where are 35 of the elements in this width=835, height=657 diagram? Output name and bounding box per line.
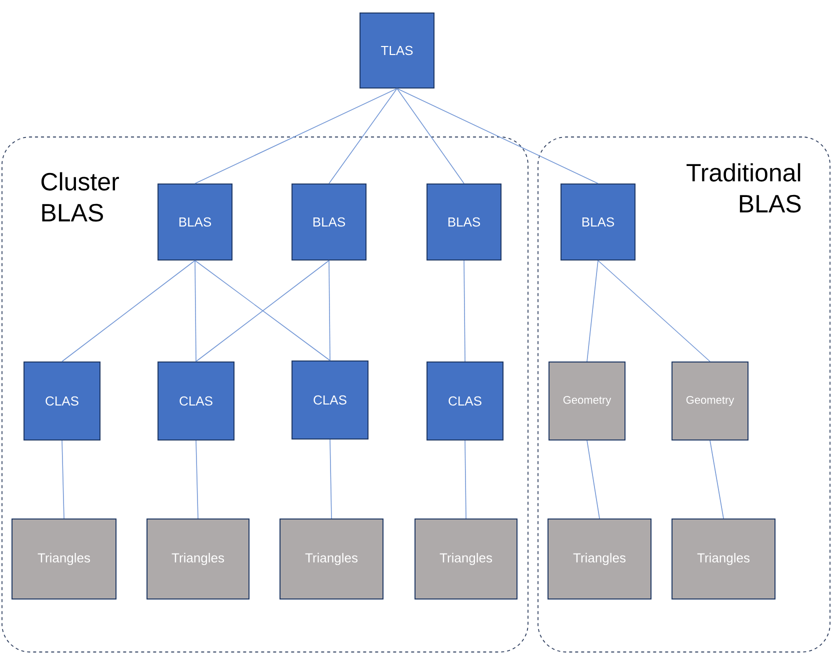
structure-box: BLAS (292, 184, 366, 260)
connector-line (62, 260, 196, 362)
structure-box: CLAS (158, 362, 234, 440)
data-box: Triangles (280, 518, 384, 600)
structure-box: CLAS (292, 360, 368, 440)
connector-line (586, 440, 600, 519)
connector-line (62, 440, 64, 519)
connector-line (586, 260, 598, 362)
connector-line (194, 88, 398, 184)
connector-line (328, 260, 330, 361)
connector-line (328, 88, 398, 184)
structure-box: BLAS (560, 184, 636, 260)
connector-line (396, 88, 598, 184)
structure-box: CLAS (426, 362, 504, 440)
structure-box: CLAS (24, 362, 100, 440)
connector-line (710, 440, 724, 519)
connector-line (194, 260, 196, 362)
structure-box: BLAS (158, 184, 232, 260)
structure-box: BLAS (426, 184, 502, 260)
data-box: Triangles (414, 518, 518, 600)
connector-line (196, 440, 198, 519)
data-box: Geometry (672, 362, 748, 440)
connector-line (598, 260, 710, 362)
connector-line (464, 440, 466, 519)
group-heading: Cluster BLAS (41, 172, 119, 222)
data-box: Triangles (12, 518, 116, 600)
connector-line (464, 260, 466, 362)
structure-box: TLAS (360, 12, 434, 88)
data-box: Triangles (548, 518, 652, 600)
data-box: Geometry (548, 362, 626, 440)
connector-line (396, 88, 464, 184)
data-box: Triangles (672, 518, 776, 600)
group-heading: Traditional BLAS (686, 163, 801, 213)
data-box: Triangles (146, 518, 250, 600)
connector-line (330, 439, 332, 519)
